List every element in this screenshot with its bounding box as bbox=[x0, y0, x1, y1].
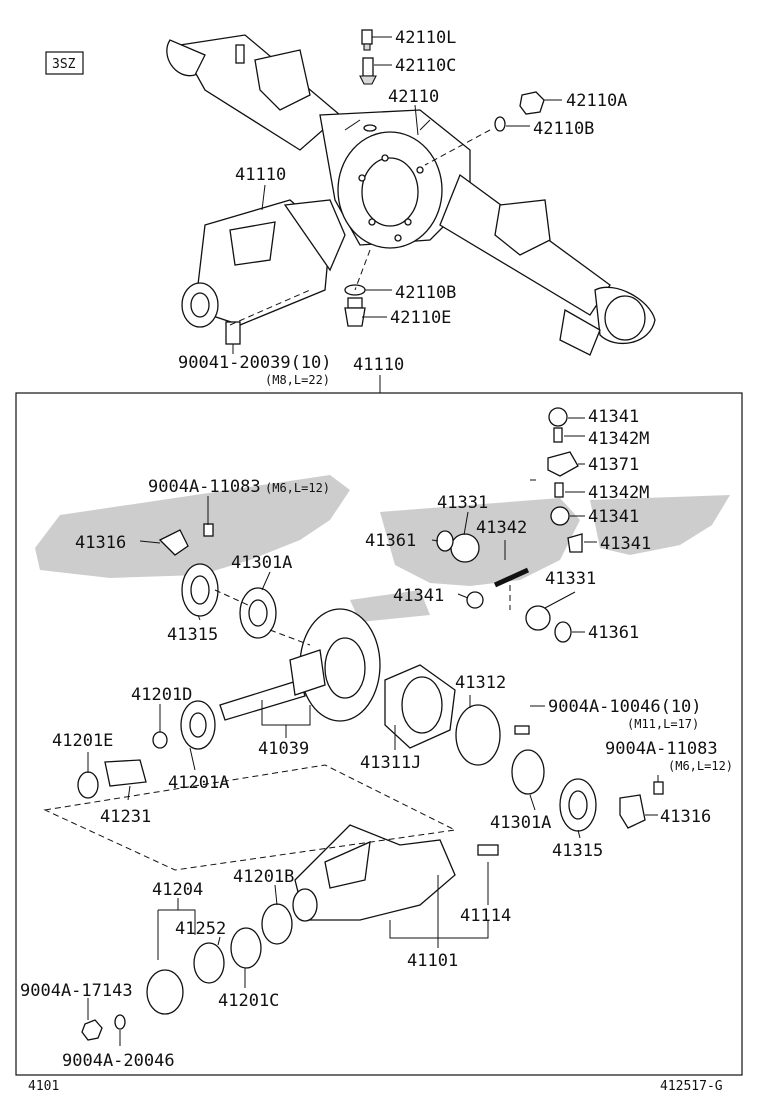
label-41361-right: 41361 bbox=[588, 623, 639, 643]
label-41315-left: 41315 bbox=[167, 625, 218, 645]
label-41341-1: 41341 bbox=[588, 407, 639, 427]
label-9004A-10046-spec: (M11,L=17) bbox=[627, 717, 699, 731]
label-bolt-90041: 90041-20039(10) bbox=[178, 353, 332, 373]
label-41301A-top: 41301A bbox=[231, 553, 292, 573]
variant-box bbox=[45, 51, 84, 75]
label-bolt-spec: (M8,L=22) bbox=[265, 373, 330, 387]
label-42110L: 42110L bbox=[395, 28, 456, 48]
label-41311J: 41311J bbox=[360, 753, 421, 773]
label-41316-right: 41316 bbox=[660, 807, 711, 827]
label-9004A-20046: 9004A-20046 bbox=[62, 1051, 175, 1071]
differential-gears bbox=[436, 407, 583, 643]
assembly-box bbox=[15, 392, 743, 1076]
label-41341-4: 41341 bbox=[393, 586, 444, 606]
label-41331-right: 41331 bbox=[545, 569, 596, 589]
label-41101: 41101 bbox=[407, 951, 458, 971]
label-41342M-1: 41342M bbox=[588, 429, 649, 449]
label-42110E: 42110E bbox=[390, 308, 451, 328]
label-9004A-11083-left-spec: (M6,L=12) bbox=[265, 481, 330, 495]
footer-right-code: 412517-G bbox=[660, 1079, 723, 1094]
label-41201C: 41201C bbox=[218, 991, 279, 1011]
label-42110: 42110 bbox=[388, 87, 439, 107]
label-41371: 41371 bbox=[588, 455, 639, 475]
label-42110B-top: 42110B bbox=[533, 119, 594, 139]
label-41342: 41342 bbox=[476, 518, 527, 538]
label-41201B: 41201B bbox=[233, 867, 294, 887]
box-title-41110: 41110 bbox=[353, 355, 404, 375]
label-41231: 41231 bbox=[100, 807, 151, 827]
footer-left-code: 4101 bbox=[28, 1079, 59, 1094]
label-9004A-17143: 9004A-17143 bbox=[20, 981, 133, 1001]
label-41204: 41204 bbox=[152, 880, 203, 900]
label-41361-top: 41361 bbox=[365, 531, 416, 551]
label-42110A: 42110A bbox=[566, 91, 627, 111]
label-41110-top: 41110 bbox=[235, 165, 286, 185]
label-41114: 41114 bbox=[460, 906, 511, 926]
label-41039: 41039 bbox=[258, 739, 309, 759]
label-41316-left: 41316 bbox=[75, 533, 126, 553]
label-41201D: 41201D bbox=[131, 685, 192, 705]
label-41315-right: 41315 bbox=[552, 841, 603, 861]
label-9004A-11083-right: 9004A-11083 bbox=[605, 739, 718, 759]
label-9004A-11083-right-spec: (M6,L=12) bbox=[668, 759, 733, 773]
label-41252: 41252 bbox=[175, 919, 226, 939]
upper-leaders bbox=[229, 36, 562, 393]
variant-label: 3SZ bbox=[52, 57, 76, 72]
axle-housing-drawing bbox=[166, 34, 656, 356]
label-42110C: 42110C bbox=[395, 56, 456, 76]
label-9004A-11083-left: 9004A-11083 bbox=[148, 477, 261, 497]
label-42110B-bottom: 42110B bbox=[395, 283, 456, 303]
box-leaders bbox=[87, 417, 659, 1046]
watermark-logo bbox=[35, 475, 730, 622]
breather-parts bbox=[344, 29, 545, 327]
pinion-bearings bbox=[77, 523, 277, 799]
label-41341-3: 41341 bbox=[600, 534, 651, 554]
label-41301A-bottom: 41301A bbox=[490, 813, 551, 833]
companion-flange bbox=[81, 903, 293, 1041]
label-41331-top: 41331 bbox=[437, 493, 488, 513]
label-41201A: 41201A bbox=[168, 773, 229, 793]
differential-case bbox=[384, 664, 664, 832]
carrier-housing bbox=[292, 824, 499, 922]
label-41341-2: 41341 bbox=[588, 507, 639, 527]
ring-and-pinion bbox=[219, 608, 381, 722]
carrier-assembly-upper bbox=[181, 199, 346, 345]
label-41201E: 41201E bbox=[52, 731, 113, 751]
label-41312: 41312 bbox=[455, 673, 506, 693]
label-9004A-10046: 9004A-10046(10) bbox=[548, 697, 702, 717]
label-41342M-2: 41342M bbox=[588, 483, 649, 503]
